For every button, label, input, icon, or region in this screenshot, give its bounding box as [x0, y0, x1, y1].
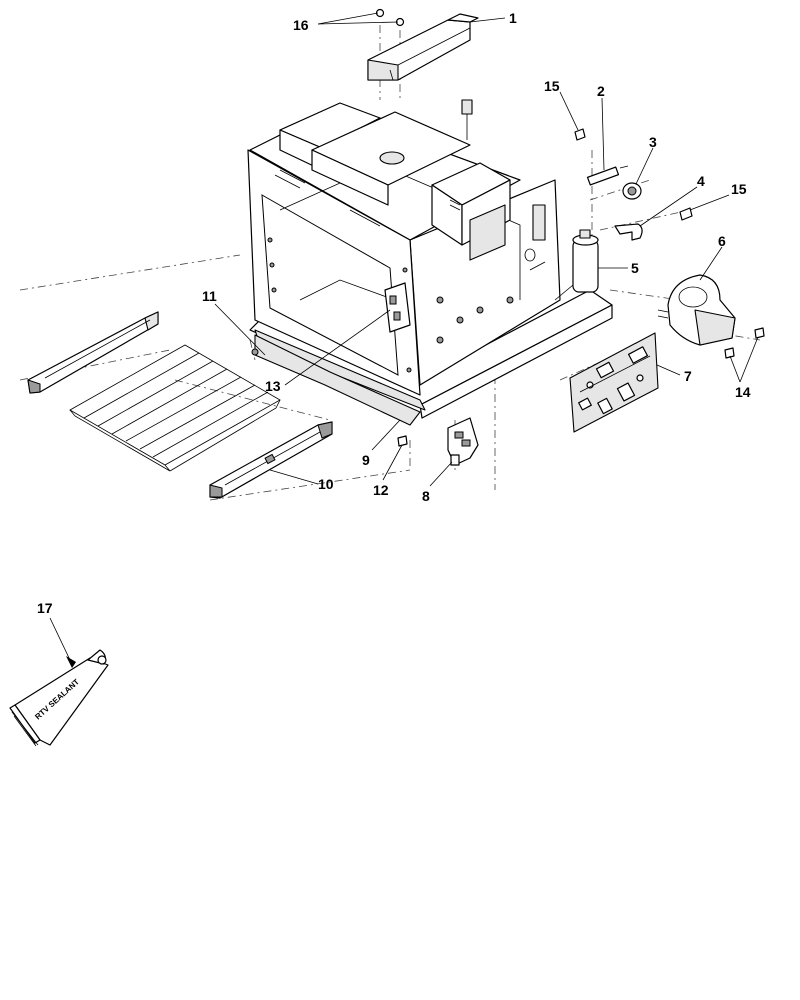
part-17-rtv-sealant-tube: RTV SEALANT: [9, 649, 109, 747]
callout-15-right: 15: [731, 181, 747, 197]
part-12-screw: [397, 435, 408, 447]
callout-labels: 16 1 15 2 3 4 15 6 5 7 14 11 13 9 12 10 …: [37, 10, 751, 616]
part-13-hinge: [384, 282, 411, 333]
callout-1: 1: [509, 10, 517, 26]
part-2-thermal-fuse: [586, 165, 629, 186]
callout-6: 6: [718, 233, 726, 249]
oven-rack: [69, 344, 281, 472]
part-1-top-duct: [367, 13, 479, 81]
part-15-screw-upper: [574, 128, 586, 141]
callout-13: 13: [265, 378, 281, 394]
callout-17: 17: [37, 600, 53, 616]
callout-14: 14: [735, 384, 751, 400]
part-3-grommet: [622, 182, 642, 200]
part-15-screw-right: [679, 207, 693, 221]
part-5-capacitor: [554, 229, 599, 301]
leader-lines: [49, 12, 759, 668]
part-8-latch-switch: [447, 417, 479, 466]
part-10-rack-guide-right: [209, 421, 333, 499]
part-11-rack-guide-left: [27, 311, 159, 394]
callout-5: 5: [631, 260, 639, 276]
callout-16: 16: [293, 17, 309, 33]
callout-8: 8: [422, 488, 430, 504]
callout-15-upper: 15: [544, 78, 560, 94]
callout-3: 3: [649, 134, 657, 150]
part-16-screws: [375, 8, 405, 27]
callout-10: 10: [318, 476, 334, 492]
part-14-screws: [724, 327, 765, 359]
part-6-fan-housing: [657, 274, 736, 346]
oven-chassis: [247, 99, 613, 419]
part-7-control-board: [569, 332, 659, 433]
callout-12: 12: [373, 482, 389, 498]
callout-4: 4: [697, 173, 705, 189]
callout-9: 9: [362, 452, 370, 468]
callout-11: 11: [202, 288, 217, 304]
callout-7: 7: [684, 368, 692, 384]
part-4-bracket: [614, 223, 643, 241]
part-9-front-panel: [251, 334, 421, 426]
callout-2: 2: [597, 83, 605, 99]
